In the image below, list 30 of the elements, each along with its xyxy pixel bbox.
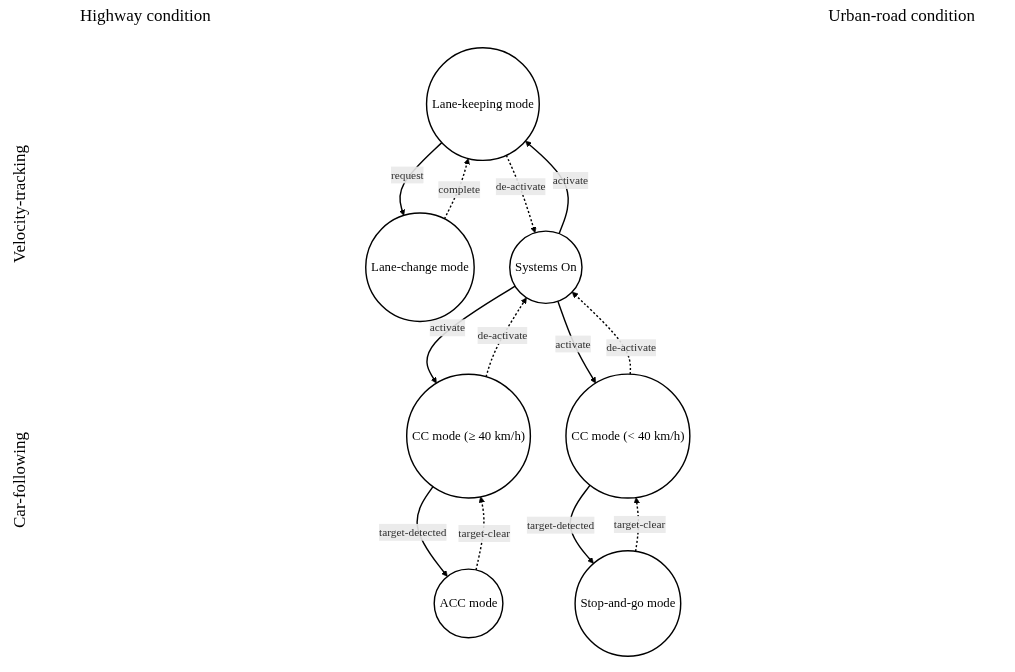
node-circle: Lane-keeping mode [425, 47, 540, 162]
edge-label: de-activate [495, 180, 546, 193]
edge-label: target-clear [458, 527, 510, 540]
edge-label: target-clear [613, 518, 666, 531]
arrow [475, 496, 485, 571]
mode-group-label: Car-following [10, 431, 30, 528]
node-circle: CC mode (≥ 40 km/h) [405, 373, 531, 499]
region-label: Highway condition [80, 6, 211, 26]
arrow [633, 497, 640, 552]
arrow [426, 285, 516, 384]
edge-label: complete [437, 183, 480, 196]
arrow [443, 158, 470, 220]
edge-label: target-detected [378, 525, 447, 538]
edge-label: target-detected [526, 518, 595, 531]
edge-label: de-activate [477, 329, 528, 342]
node-circle: CC mode (< 40 km/h) [564, 373, 691, 499]
edge-label: activate [429, 321, 465, 334]
mode-group-label: Velocity-tracking [10, 144, 30, 263]
arrow [571, 291, 631, 375]
arrow [505, 154, 537, 234]
node-circle: ACC mode [433, 568, 504, 639]
node-circle: Lane-change mode [364, 212, 475, 323]
region-label: Urban-road condition [828, 6, 975, 26]
edge-label: activate [554, 337, 591, 350]
node-circle: Systems On [508, 230, 583, 305]
edge-label: activate [552, 174, 588, 187]
edge-label: request [390, 168, 424, 181]
edge-label: de-activate [605, 341, 656, 354]
node-circle: Stop-and-go mode [574, 549, 682, 657]
arrow [485, 297, 527, 378]
